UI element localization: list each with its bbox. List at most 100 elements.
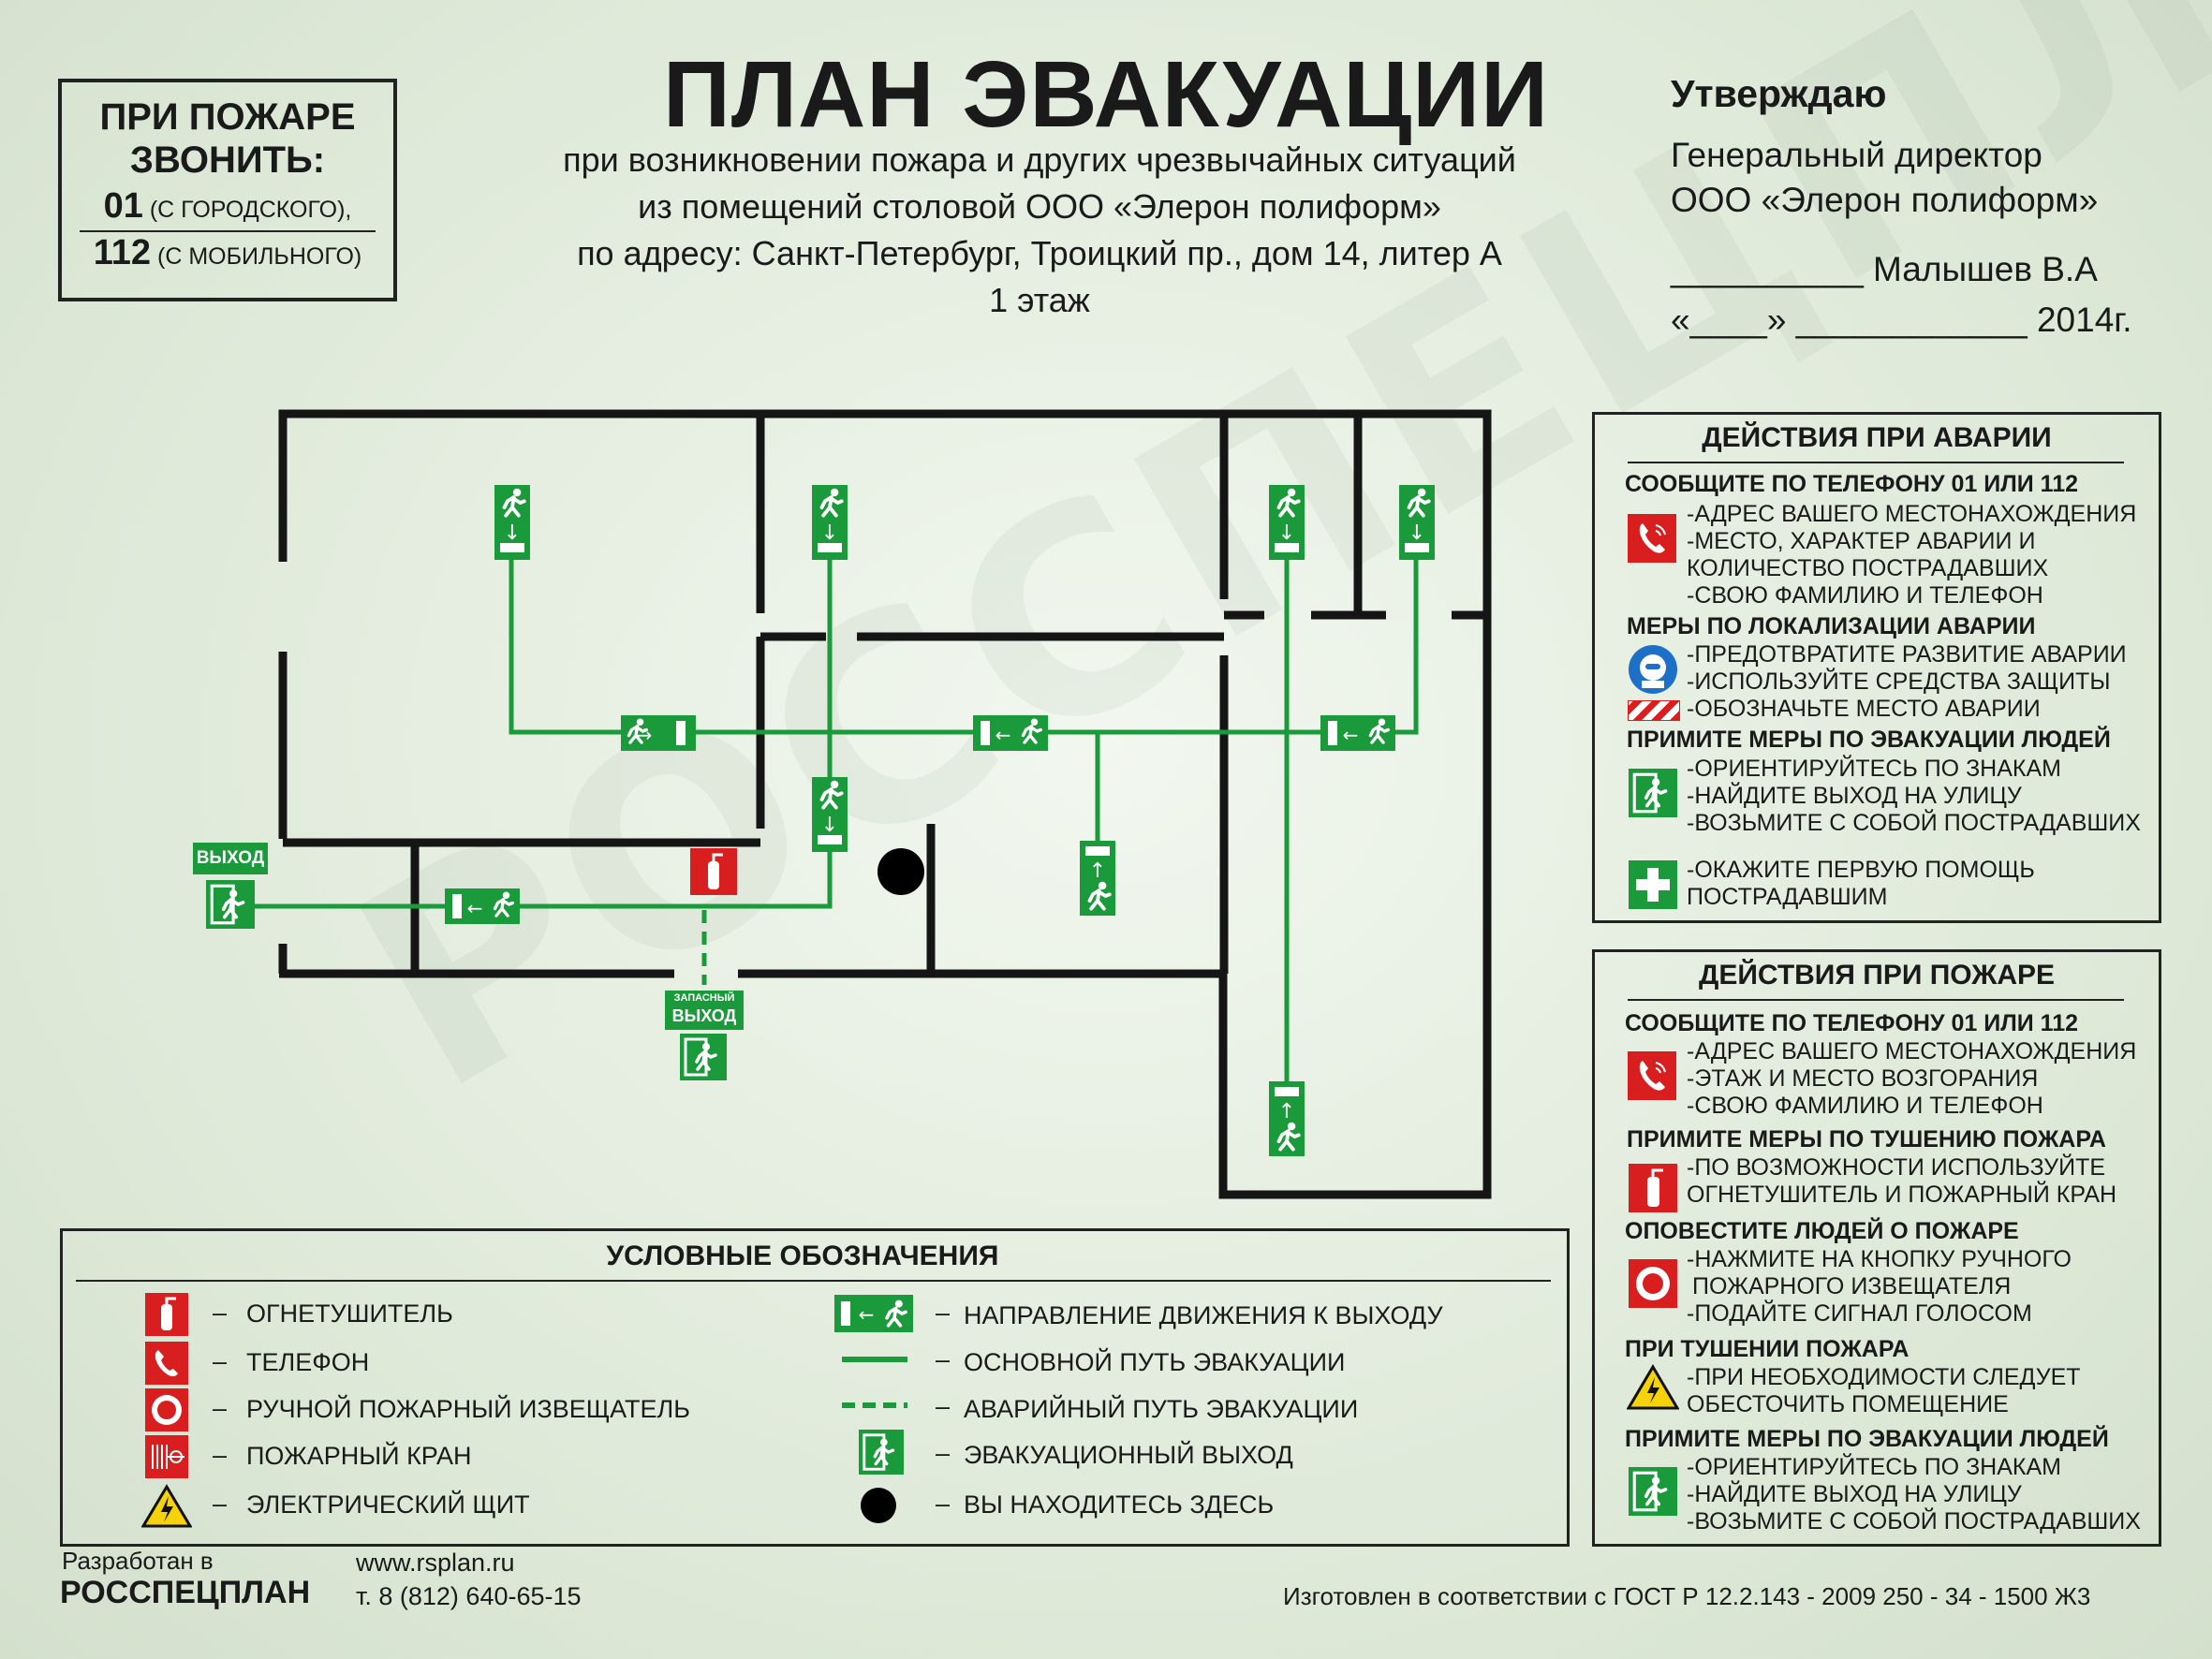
direction-sign-left: ←: [1320, 715, 1395, 751]
legend-dash: –: [936, 1439, 951, 1467]
alarm-button-icon: [1629, 1259, 1677, 1308]
developer-label: Разработан в: [62, 1547, 214, 1575]
call-number-112: 112: [93, 233, 152, 272]
walls: [278, 409, 1492, 1199]
fire-heading: ДЕЙСТВИЯ ПРИ ПОЖАРЕ: [1698, 960, 2056, 991]
svg-text:←: ←: [859, 1303, 875, 1326]
fire-actions-box: ДЕЙСТВИЯ ПРИ ПОЖАРЕ СООБЩИТЕ ПО ТЕЛЕФОНУ…: [1592, 949, 2161, 1547]
call-title-line2: ЗВОНИТЬ:: [129, 139, 326, 181]
alarm-button-icon: [145, 1388, 188, 1431]
phone-icon: [145, 1342, 188, 1385]
legend-label: ЭВАКУАЦИОННЫЙ ВЫХОД: [964, 1441, 1293, 1469]
approval-date: «____» ____________ 2014г.: [1671, 301, 2132, 339]
accident-actions-box: ДЕЙСТВИЯ ПРИ АВАРИИ СООБЩИТЕ ПО ТЕЛЕФОНУ…: [1592, 412, 2161, 923]
first-aid-icon: [1629, 860, 1677, 909]
extinguisher-icon: [145, 1293, 188, 1336]
legend-box: УСЛОВНЫЕ ОБОЗНАЧЕНИЯ – ОГНЕТУШИТЕЛЬ – ТЕ…: [60, 1228, 1570, 1547]
legend-label: ЭЛЕКТРИЧЕСКИЙ ЩИТ: [246, 1490, 530, 1519]
direction-sign-down: ↓: [1399, 485, 1435, 560]
svg-text:↓: ↓: [504, 521, 521, 545]
legend-dash: –: [213, 1490, 228, 1518]
you-are-here-icon: [877, 848, 924, 895]
section-title: ОПОВЕСТИТЕ ЛЮДЕЙ О ПОЖАРЕ: [1625, 1218, 2019, 1244]
legend-dash: –: [213, 1394, 228, 1422]
svg-text:↓: ↓: [821, 521, 838, 545]
legend-dash: –: [936, 1490, 951, 1518]
direction-sign-left: ←: [445, 888, 520, 924]
accident-line: -МЕСТО, ХАРАКТЕР АВАРИИ И: [1687, 528, 2036, 554]
section-title: ПРИМИТЕ МЕРЫ ПО ТУШЕНИЮ ПОЖАРА: [1627, 1126, 2106, 1152]
protective-gear-icon: [1629, 645, 1677, 694]
subtitle-line: по адресу: Санкт-Петербург, Троицкий пр.…: [577, 234, 1502, 272]
direction-sign-down: ↓: [812, 777, 848, 852]
call-note-01: (С ГОРОДСКОГО),: [149, 197, 352, 223]
extinguisher-icon: [690, 848, 737, 895]
solid-line-icon: [842, 1357, 907, 1362]
direction-sign-up: ↑: [1080, 841, 1115, 916]
phone-icon: [1628, 1051, 1676, 1100]
accident-heading: ДЕЙСТВИЯ ПРИ АВАРИИ: [1702, 422, 2052, 453]
legend-dash: –: [936, 1392, 951, 1420]
accident-line: -ВОЗЬМИТЕ С СОБОЙ ПОСТРАДАВШИХ: [1687, 810, 2141, 836]
legend-label: ОСНОВНОЙ ПУТЬ ЭВАКУАЦИИ: [964, 1348, 1346, 1376]
section-title: СООБЩИТЕ ПО ТЕЛЕФОНУ 01 ИЛИ 112: [1625, 471, 2078, 497]
fire-line: -ЭТАЖ И МЕСТО ВОЗГОРАНИЯ: [1687, 1065, 2039, 1092]
call-number-01: 01: [103, 186, 143, 226]
exit-icon: [206, 880, 255, 929]
direction-sign-left: ←: [973, 715, 1048, 751]
fire-hose-icon: [145, 1435, 188, 1478]
call-note-112: (С МОБИЛЬНОГО): [157, 243, 362, 270]
svg-text:↑: ↑: [1278, 1100, 1295, 1123]
divider: [1628, 999, 2124, 1001]
fire-line: -ОРИЕНТИРУЙТЕСЬ ПО ЗНАКАМ: [1687, 1454, 2061, 1480]
developer-company: РОССПЕЦПЛАН: [60, 1575, 311, 1610]
legend-label: ПОЖАРНЫЙ КРАН: [246, 1442, 472, 1470]
electric-hazard-icon: [1626, 1364, 1680, 1411]
fire-call-box: ПРИ ПОЖАРЕ ЗВОНИТЬ: 01 (С ГОРОДСКОГО), 1…: [58, 79, 397, 301]
legend-label: РУЧНОЙ ПОЖАРНЫЙ ИЗВЕЩАТЕЛЬ: [246, 1395, 690, 1423]
approval-position: Генеральный директор: [1671, 136, 2042, 174]
exit-label-plate: [193, 843, 268, 874]
hazard-stripe-icon: [1628, 700, 1680, 721]
approval-heading: Утверждаю: [1671, 72, 1887, 115]
exit-label: ВЫХОД: [196, 848, 265, 868]
phone-number: т. 8 (812) 640-65-15: [356, 1582, 582, 1610]
accident-line: -СВОЮ ФАМИЛИЮ И ТЕЛЕФОН: [1687, 582, 2043, 609]
legend-dash: –: [213, 1441, 228, 1469]
legend-dash: –: [213, 1299, 228, 1327]
phone-icon: [1628, 514, 1676, 563]
fire-line: ОБЕСТОЧИТЬ ПОМЕЩЕНИЕ: [1687, 1391, 2009, 1417]
exit-icon: [859, 1430, 904, 1475]
exit-icon: [680, 1034, 727, 1080]
section-title: СООБЩИТЕ ПО ТЕЛЕФОНУ 01 ИЛИ 112: [1625, 1010, 2078, 1036]
section-title: МЕРЫ ПО ЛОКАЛИЗАЦИИ АВАРИИ: [1627, 613, 2036, 639]
page-title: ПЛАН ЭВАКУАЦИИ: [662, 42, 1550, 147]
legend-heading: УСЛОВНЫЕ ОБОЗНАЧЕНИЯ: [606, 1241, 999, 1271]
fire-line: -ПО ВОЗМОЖНОСТИ ИСПОЛЬЗУЙТЕ: [1687, 1154, 2106, 1181]
accident-line: -ПРЕДОТВРАТИТЕ РАЗВИТИЕ АВАРИИ: [1687, 641, 2127, 668]
spare-exit-label: ЗАПАСНЫЙ ВЫХОД: [665, 991, 744, 1026]
accident-line: ПОСТРАДАВШИМ: [1687, 884, 1888, 910]
direction-sign-down: ↓: [1269, 485, 1305, 560]
direction-sign-down: ↓: [812, 485, 848, 560]
subtitle-line: 1 этаж: [989, 281, 1090, 319]
accident-line: -ОКАЖИТЕ ПЕРВУЮ ПОМОЩЬ: [1687, 857, 2035, 883]
you-are-here-icon: [861, 1488, 896, 1523]
divider: [1628, 462, 2124, 463]
legend-label: НАПРАВЛЕНИЕ ДВИЖЕНИЯ К ВЫХОДУ: [964, 1301, 1443, 1329]
divider: [76, 1280, 1551, 1282]
website-link[interactable]: www.rsplan.ru: [356, 1549, 515, 1577]
call-row-112: 112 (С МОБИЛЬНОГО): [62, 234, 393, 275]
fire-line: -СВОЮ ФАМИЛИЮ И ТЕЛЕФОН: [1687, 1093, 2043, 1119]
legend-label: ВЫ НАХОДИТЕСЬ ЗДЕСЬ: [964, 1490, 1275, 1519]
main-evacuation-path: [242, 552, 1419, 1084]
spare-exit-label-line1: ЗАПАСНЫЙ: [673, 992, 735, 1004]
section-title: ПРИМИТЕ МЕРЫ ПО ЭВАКУАЦИИ ЛЮДЕЙ: [1627, 727, 2111, 753]
accident-line: -ИСПОЛЬЗУЙТЕ СРЕДСТВА ЗАЩИТЫ: [1687, 668, 2111, 695]
exit-icon: [1629, 1467, 1677, 1516]
spare-exit-label-plate: [665, 991, 744, 1030]
call-title-line1: ПРИ ПОЖАРЕ: [99, 96, 356, 138]
accident-line: КОЛИЧЕСТВО ПОСТРАДАВШИХ: [1687, 555, 2049, 581]
section-title: ПРИ ТУШЕНИИ ПОЖАРА: [1625, 1336, 1910, 1362]
